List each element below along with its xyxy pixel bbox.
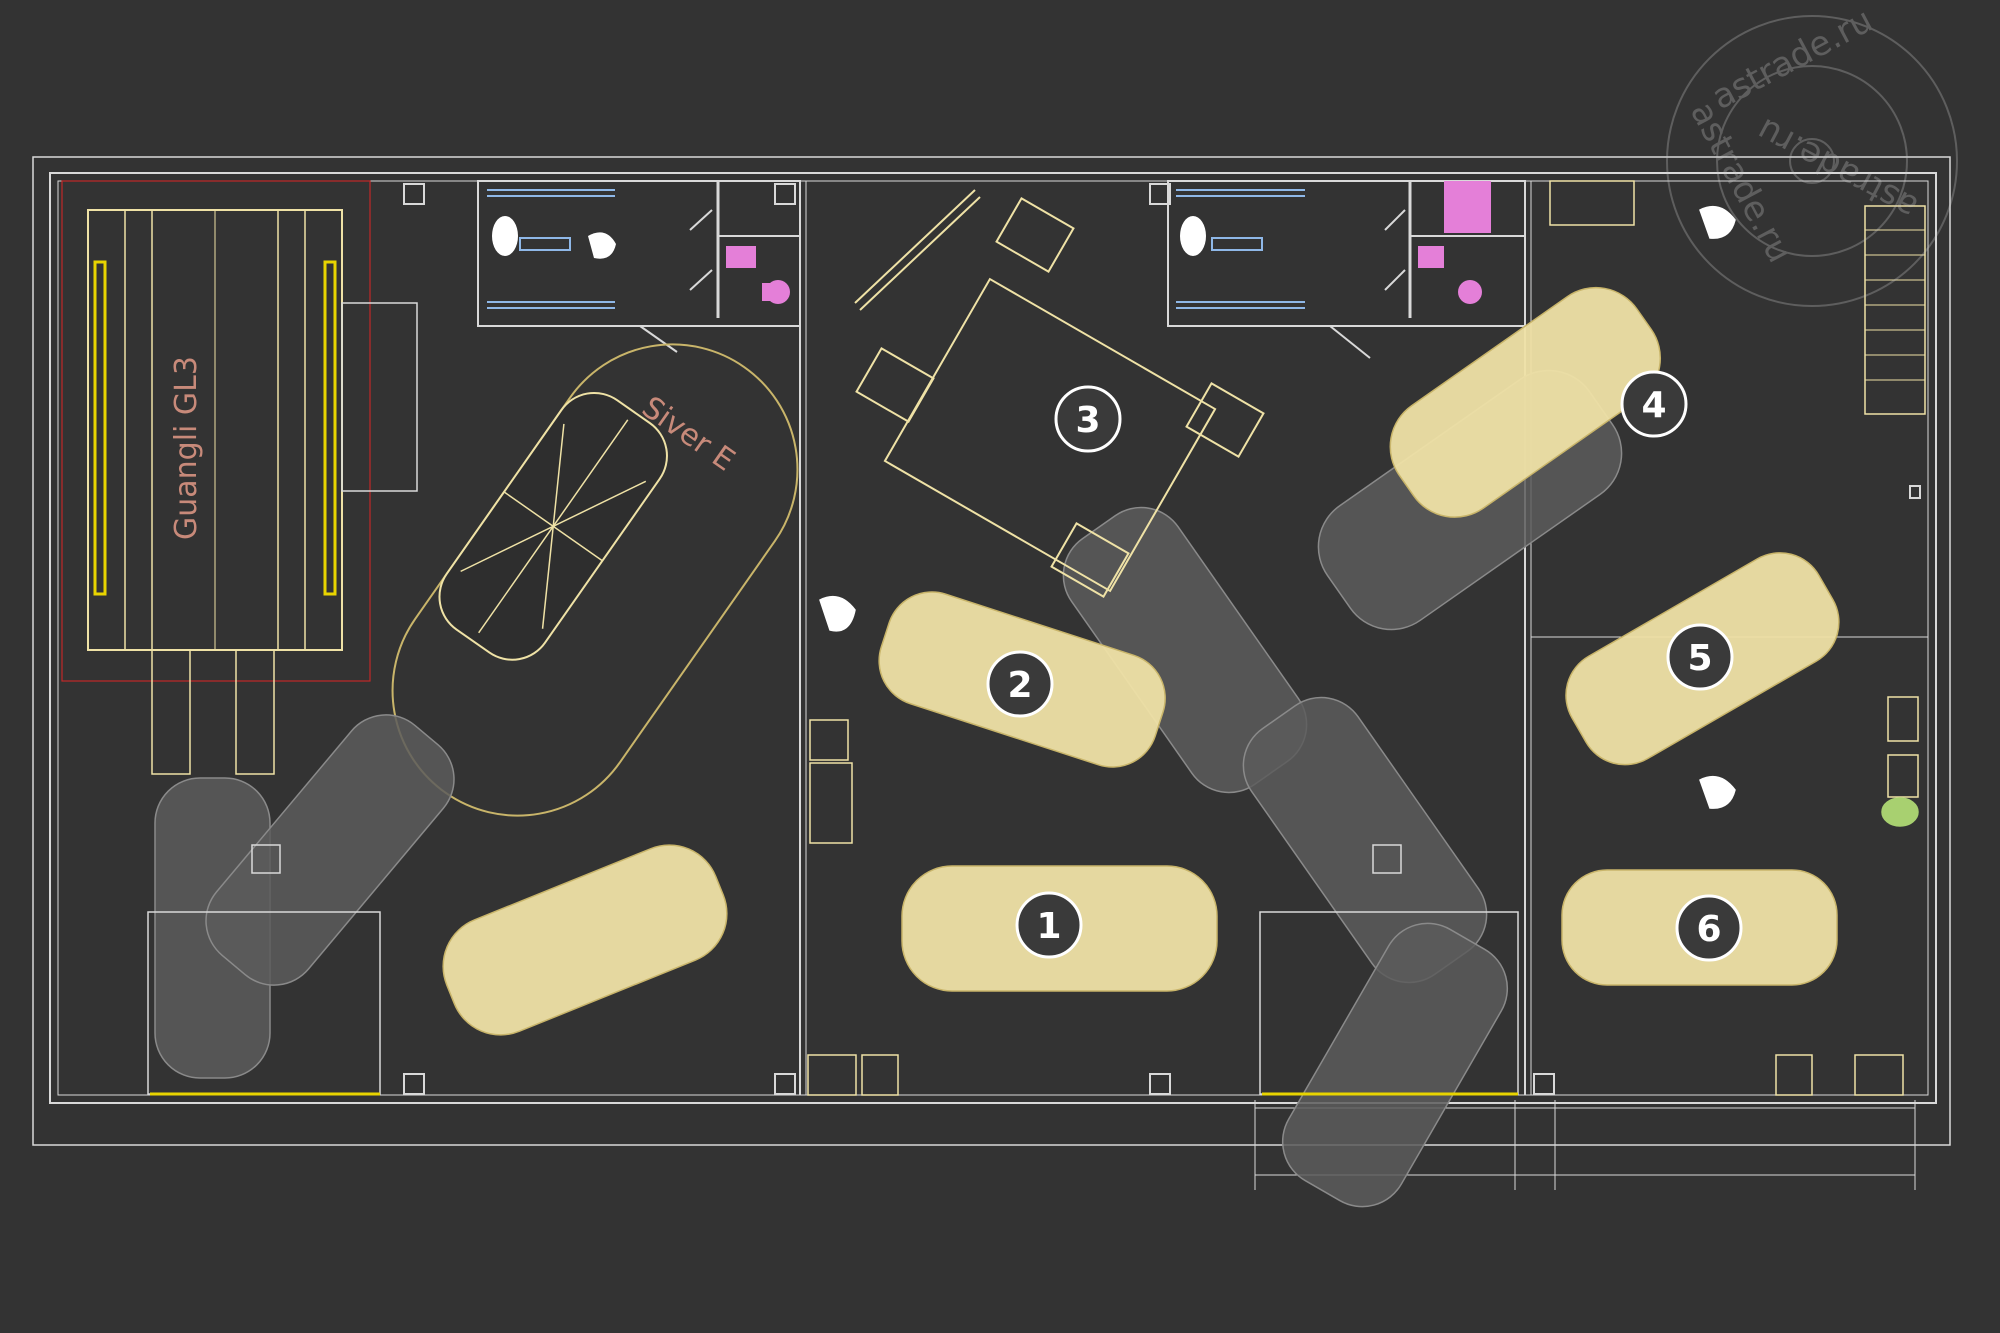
toilet-icon: [492, 216, 518, 256]
post-badge-2: 2: [986, 650, 1054, 718]
post-badge-1: 1: [1015, 891, 1083, 959]
restroom-block-left: [477, 180, 801, 353]
post-badge-4: 4: [1620, 370, 1688, 438]
toilet-icon: [1180, 216, 1206, 256]
paint-booth: Guangli GL3: [61, 180, 418, 775]
svg-text:3: 3: [1075, 400, 1100, 441]
building-walls: [32, 156, 1951, 1190]
restroom-block-center: [1167, 180, 1526, 359]
watermark-stamp: astrade.ru astrade.ru astrade.ru: [1666, 0, 1958, 307]
post-badge-5: 5: [1666, 623, 1734, 691]
ghost-lifts: [147, 844, 1519, 1096]
svg-text:5: 5: [1687, 638, 1712, 679]
svg-text:1: 1: [1036, 906, 1061, 947]
post-badge-3: 3: [1054, 385, 1122, 453]
post-3-lift: [854, 189, 1265, 599]
person-icon: [588, 232, 616, 259]
svg-text:4: 4: [1641, 385, 1666, 426]
car-left-parked: [442, 844, 728, 1036]
misc-equipment: [807, 180, 1926, 1096]
post-badge-6: 6: [1675, 894, 1743, 962]
booth-label: Guangli GL3: [169, 356, 204, 540]
car-post-4: [1389, 286, 1662, 518]
svg-text:2: 2: [1007, 665, 1032, 706]
svg-text:6: 6: [1696, 909, 1721, 950]
